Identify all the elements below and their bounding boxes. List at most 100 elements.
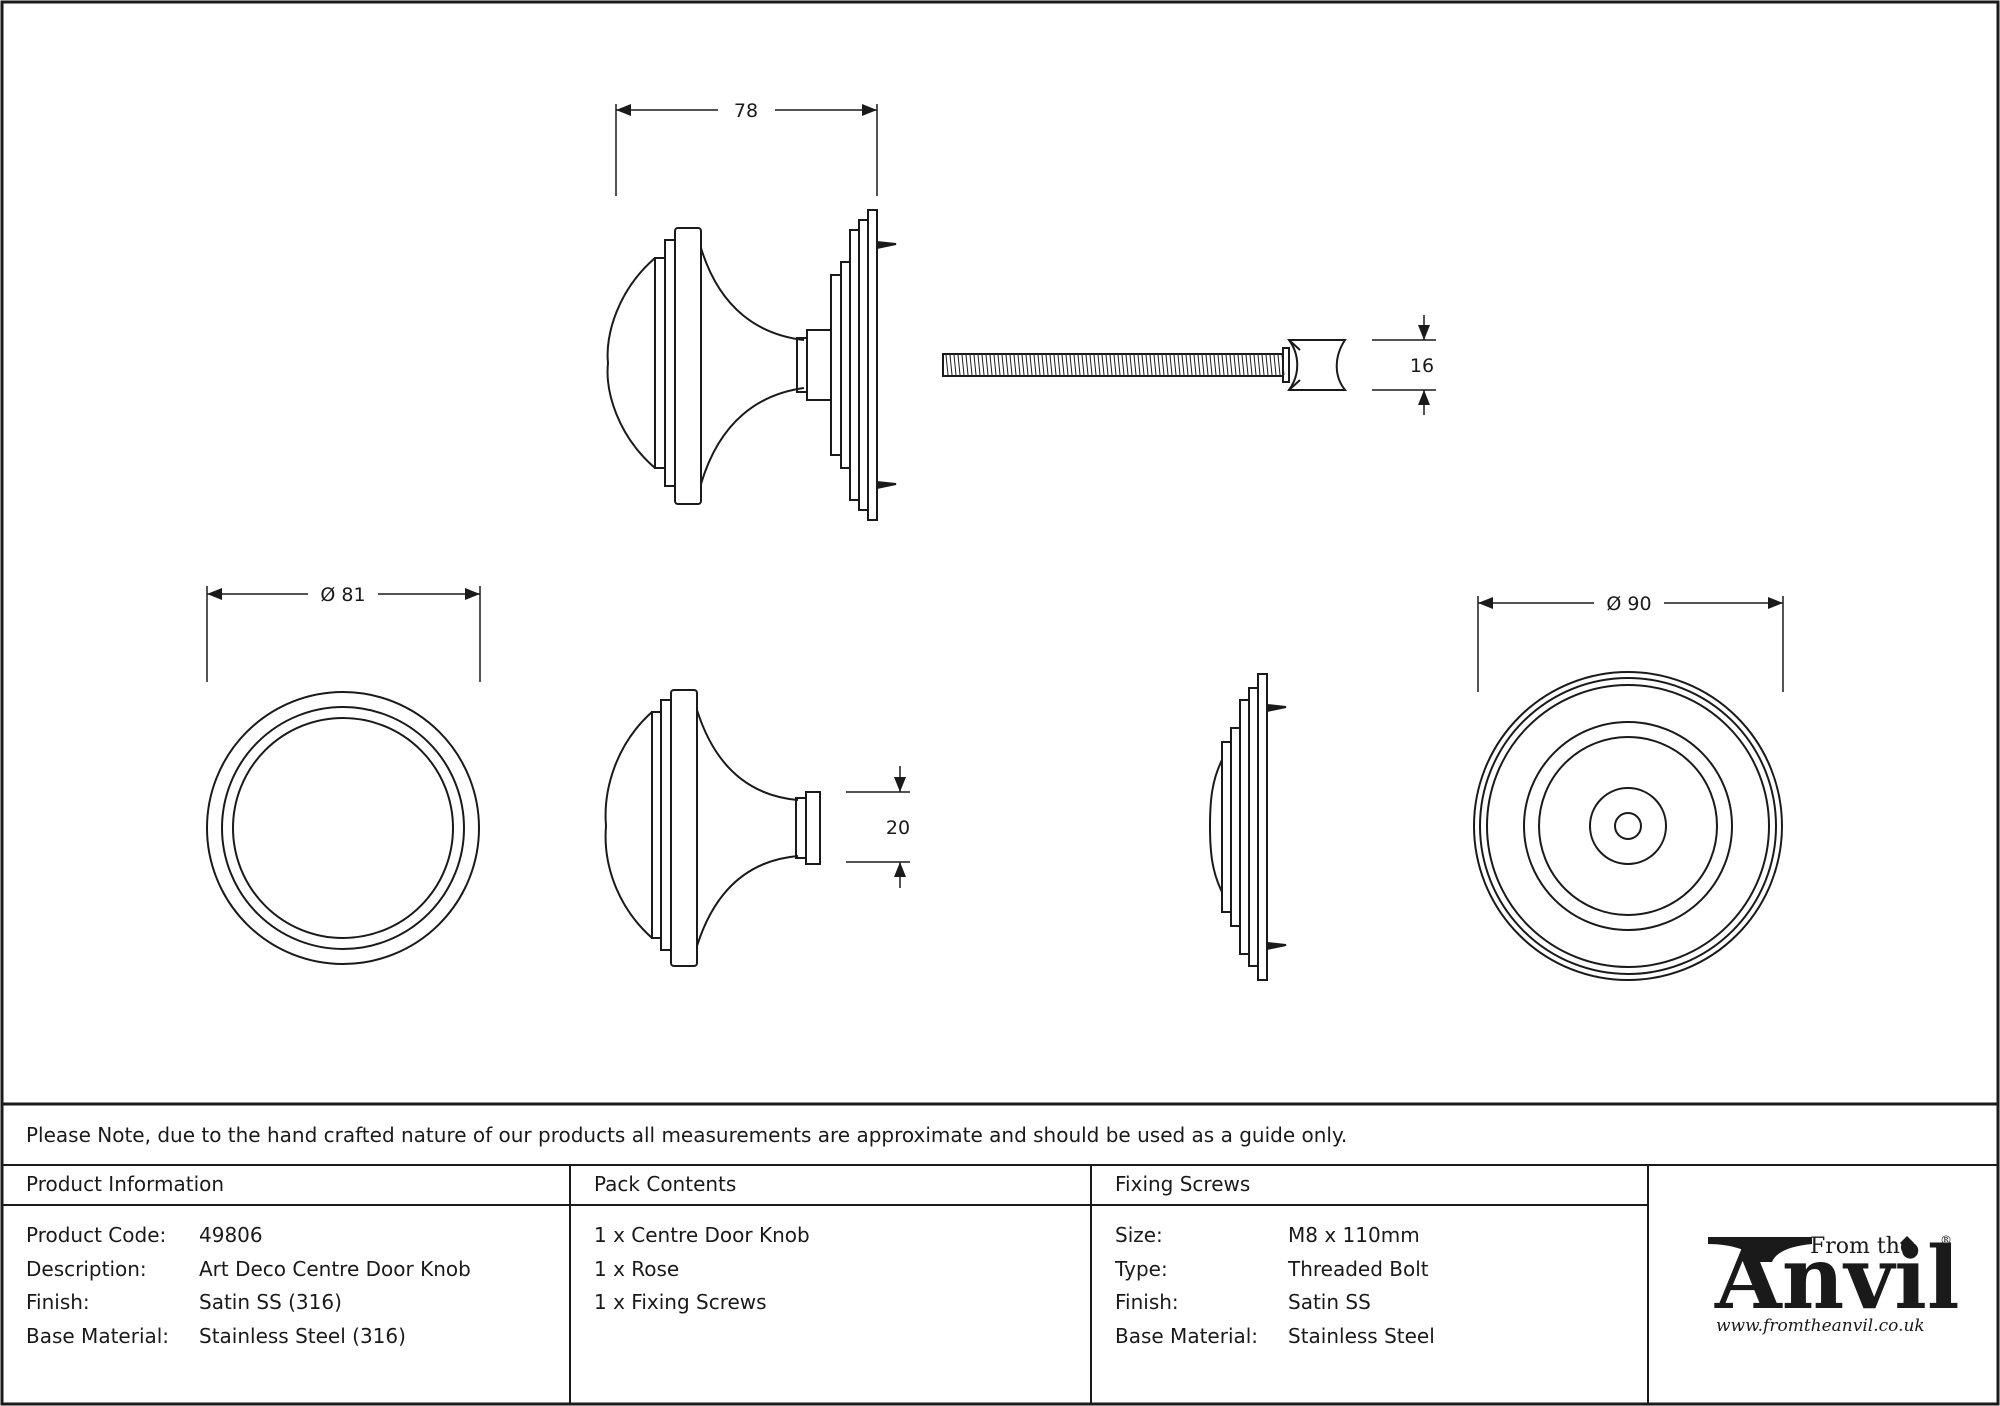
rose-side-step-1 <box>1221 741 1232 913</box>
logo-url: www.fromtheanvil.co.uk <box>1716 1316 1925 1336</box>
knob2-neck-collar <box>805 791 821 865</box>
thread-line <box>1161 354 1165 376</box>
thread-line <box>1041 354 1045 376</box>
thread-line <box>993 354 997 376</box>
thread-line <box>1221 354 1225 376</box>
rose-ring-5 <box>1538 736 1718 916</box>
rose-side-step-5 <box>1257 673 1268 981</box>
thread-line <box>945 354 949 376</box>
rose-ring-4 <box>1523 721 1733 931</box>
thread-line <box>1097 354 1101 376</box>
thread-line <box>997 354 1001 376</box>
anvil-icon <box>1708 1237 1812 1262</box>
knob2-neck <box>795 797 807 859</box>
product-info-header: Product Information <box>26 1172 224 1196</box>
thread-line <box>1189 354 1193 376</box>
thread-line <box>1113 354 1117 376</box>
knob-neck <box>796 337 808 393</box>
thread-line <box>953 354 957 376</box>
thread-line <box>1245 354 1249 376</box>
bolt-head-taper-bottom <box>1288 379 1301 391</box>
rose-step-3 <box>849 229 860 501</box>
thread-line <box>961 354 965 376</box>
knob2-flare-bottom <box>696 855 799 947</box>
product-code-label: Product Code: <box>26 1223 166 1247</box>
knob-flare-top <box>700 247 805 341</box>
thread-line <box>1137 354 1141 376</box>
rose-ring-3 <box>1486 684 1770 968</box>
thread-line <box>1033 354 1037 376</box>
thread-line <box>1133 354 1137 376</box>
thread-line <box>1157 354 1161 376</box>
thread-line <box>973 354 977 376</box>
thread-line <box>1049 354 1053 376</box>
screw-finish-value: Satin SS <box>1288 1290 1371 1314</box>
thread-line <box>1029 354 1033 376</box>
thread-line <box>1217 354 1221 376</box>
thread-line <box>1213 354 1217 376</box>
thread-line <box>1141 354 1145 376</box>
thread-line <box>1073 354 1077 376</box>
knob-step-1 <box>654 257 666 469</box>
screw-size-label: Size: <box>1115 1223 1163 1247</box>
screw-type-label: Type: <box>1114 1257 1168 1281</box>
knob-inner-ring <box>232 717 454 939</box>
thread-line <box>1185 354 1189 376</box>
thread-line <box>1117 354 1121 376</box>
rose-step-2 <box>840 261 851 469</box>
rose-side-pin-bottom <box>1266 941 1287 951</box>
rose-centre-hole <box>1614 812 1642 840</box>
pack-item-screws: 1 x Fixing Screws <box>594 1290 767 1314</box>
knob-neck-collar <box>806 329 832 401</box>
thread-line <box>1061 354 1065 376</box>
thread-line <box>1121 354 1125 376</box>
dimension-label-backing <box>314 582 372 608</box>
rose-boss <box>1589 787 1667 865</box>
pack-item-rose: 1 x Rose <box>594 1257 679 1281</box>
thread-line <box>1101 354 1105 376</box>
dim-78-label: 78 <box>734 100 758 122</box>
knob-outer-ring <box>206 691 480 965</box>
rose-step-5 <box>867 209 878 521</box>
thread-line <box>957 354 961 376</box>
thread-line <box>1057 354 1061 376</box>
threaded-bolt-side-view <box>942 315 1436 415</box>
thread-line <box>1261 354 1265 376</box>
pack-item-knob: 1 x Centre Door Knob <box>594 1223 810 1247</box>
thread-line <box>1009 354 1013 376</box>
thread-line <box>1089 354 1093 376</box>
from-the-anvil-logo: From the ® Anvil www.fromtheanvil.co.uk <box>1708 1228 1960 1336</box>
thread-line <box>1129 354 1133 376</box>
rose-pin-top <box>876 240 897 250</box>
thread-line <box>989 354 993 376</box>
thread-line <box>1197 354 1201 376</box>
logo-anvil-wordmark: Anvil <box>1714 1228 1960 1329</box>
thread-line <box>1201 354 1205 376</box>
thread-line <box>1037 354 1041 376</box>
finish-value: Satin SS (316) <box>199 1290 342 1314</box>
logo-registered: ® <box>1940 1233 1952 1247</box>
dim-16-label: 16 <box>1410 355 1434 377</box>
knob2-dome <box>604 711 653 939</box>
dim-20-label: 20 <box>886 817 910 839</box>
thread-line <box>969 354 973 376</box>
thread-line <box>1233 354 1237 376</box>
bolt-shank-ring <box>1282 347 1290 383</box>
thread-line <box>981 354 985 376</box>
knob-cap <box>674 227 702 505</box>
thread-line <box>1253 354 1257 376</box>
rose-side-step-3 <box>1239 699 1250 955</box>
dimension-labels: 78 16 Ø 81 20 Ø 90 <box>314 98 1658 841</box>
thread-line <box>1145 354 1149 376</box>
thread-line <box>1209 354 1213 376</box>
thread-line <box>1109 354 1113 376</box>
bolt-head-taper-top <box>1288 339 1301 351</box>
knob-front-view <box>206 586 481 965</box>
thread-line <box>1077 354 1081 376</box>
thread-line <box>977 354 981 376</box>
screw-size-value: M8 x 110mm <box>1288 1223 1420 1247</box>
knob-middle-ring <box>221 706 465 950</box>
knob2-flare-top <box>696 709 799 801</box>
product-code-value: 49806 <box>199 1223 263 1247</box>
